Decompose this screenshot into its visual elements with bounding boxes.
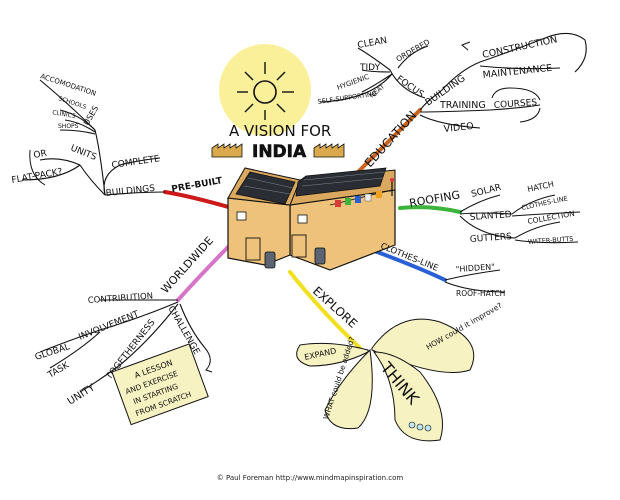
sun-disc <box>253 80 277 104</box>
prebuilt-label: PRE-BUILT <box>171 176 224 195</box>
factory-icon-right <box>313 143 345 158</box>
education-maintenance: MAINTENANCE <box>482 63 553 81</box>
worldwide-note: A LESSON AND EXERCISE IN STARTING FROM S… <box>111 343 209 426</box>
clothes-item <box>335 200 341 207</box>
prebuilt-clinics: CLINICS <box>52 109 77 120</box>
solar-panel-left <box>235 171 296 205</box>
door <box>245 237 261 261</box>
clothesline-roof-hatch: ROOF-HATCH <box>456 289 505 298</box>
door <box>291 234 307 258</box>
prebuilt-flat-pack: FLAT-PACK? <box>11 167 64 186</box>
roofing-branch: ROOFING SOLAR SLANTED HATCH CLOTHES-LINE… <box>408 180 575 246</box>
clothes-item <box>355 196 361 203</box>
prebuilt-branch: PRE-BUILT BUILDINGS COMPLETE UNITS OR FL… <box>11 72 224 199</box>
worldwide-unity: UNITY <box>66 382 98 408</box>
note-card <box>111 343 209 426</box>
central-building <box>227 167 396 271</box>
roofing-solar: SOLAR <box>470 183 502 200</box>
branch-line-roofing <box>398 205 462 214</box>
clothesline-branch: CLOTHES-LINE "HIDDEN" ROOF-HATCH <box>379 242 505 298</box>
water-butt <box>314 247 326 265</box>
clothes-item <box>376 191 382 198</box>
prebuilt-complete: COMPLETE <box>111 154 161 171</box>
footer-credit: © Paul Foreman http://www.mindmapinspira… <box>216 474 404 482</box>
education-clean: CLEAN <box>357 36 388 51</box>
roofing-water-butts: WATER-BUTTS <box>528 235 574 246</box>
education-training: TRAINING <box>439 100 486 111</box>
window <box>297 214 308 224</box>
sub-branch-lines <box>21 32 587 393</box>
roofing-gutters: GUTTERS <box>470 232 513 245</box>
education-hygienic: HYGIENIC <box>336 73 370 92</box>
education-tidy: TIDY <box>359 63 381 73</box>
worldwide-global: GLOBAL <box>34 342 71 363</box>
worldwide-involvement: INVOLVEMENT <box>77 309 141 342</box>
education-branch: EDUCATION BUILDING CONSTRUCTION MAINTENA… <box>317 34 558 170</box>
roofing-slanted: SLANTED <box>470 210 513 223</box>
water-butt <box>264 251 276 269</box>
worldwide-contribution: CONTRIBUTION <box>88 291 154 306</box>
branch-line-explore <box>288 270 362 350</box>
bubble-think <box>373 351 443 442</box>
prebuilt-shops: SHOPS <box>58 123 79 130</box>
factory-icon-left <box>211 143 243 158</box>
decorative-arrows <box>29 41 541 373</box>
clothes-item <box>345 198 351 205</box>
education-video: VIDEO <box>443 121 474 135</box>
worldwide-branch: WORLDWIDE CONTRIBUTION INVOLVEMENT GLOBA… <box>34 234 216 426</box>
sun-illustration <box>219 44 311 136</box>
worldwide-label: WORLDWIDE <box>159 234 216 296</box>
prebuilt-accomodation: ACCOMODATION <box>39 72 97 98</box>
branch-line-prebuilt <box>163 190 234 210</box>
worldwide-task: TASK <box>46 360 72 381</box>
prebuilt-units: UNITS <box>69 144 98 164</box>
sun-glow <box>219 44 311 136</box>
education-label: EDUCATION <box>362 108 420 170</box>
branch-line-clothesline <box>370 248 447 282</box>
title-prefix: A VISION FOR <box>229 122 331 140</box>
prebuilt-or: OR <box>33 149 48 161</box>
roofing-hatch: HATCH <box>527 180 555 194</box>
bubble-expand <box>296 342 369 367</box>
education-ordered: ORDERED <box>395 37 432 64</box>
think-dot <box>424 424 432 432</box>
think-dot <box>408 421 416 429</box>
education-focus: FOCUS <box>394 74 425 100</box>
window <box>236 211 247 221</box>
education-courses: COURSES <box>494 98 538 111</box>
education-construction: CONSTRUCTION <box>481 34 558 61</box>
title-country: INDIA <box>252 142 307 162</box>
clothes-item <box>364 193 372 202</box>
think-dot <box>416 423 424 431</box>
bubble-what <box>324 348 373 430</box>
sun-rays <box>237 62 294 120</box>
explore-branch: EXPLORE EXPAND WHAT could be added? HOW … <box>296 284 504 442</box>
clothesline-hidden: "HIDDEN" <box>456 262 496 274</box>
prebuilt-buildings: BUILDINGS <box>105 184 155 199</box>
